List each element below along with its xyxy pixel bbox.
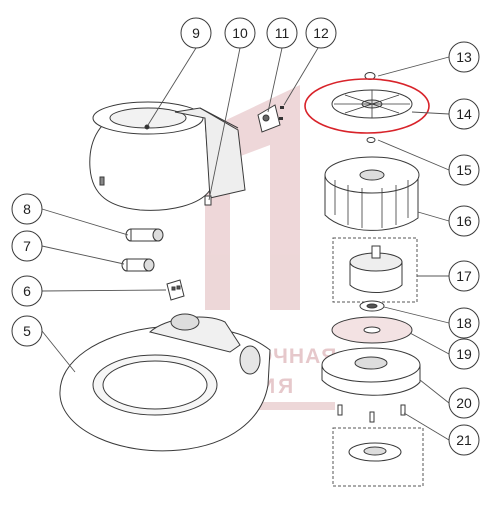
callout-20: 20 [448, 387, 480, 419]
callout-6-label: 6 [23, 283, 31, 299]
callout-19-label: 19 [456, 346, 472, 362]
part-8-capacitor [125, 228, 164, 242]
part-14-fan [331, 89, 413, 119]
callout-16: 16 [448, 205, 480, 237]
part-9-motor-cover [89, 101, 246, 211]
callout-21: 21 [448, 424, 480, 456]
callout-14-label: 14 [456, 106, 472, 122]
callout-10: 10 [224, 17, 256, 49]
part-6-connector [166, 279, 185, 301]
callout-20-label: 20 [456, 395, 472, 411]
part-10-screw [204, 195, 212, 206]
callout-18-label: 18 [456, 315, 472, 331]
callout-16-label: 16 [456, 213, 472, 229]
callout-13-label: 13 [456, 49, 472, 65]
callout-13: 13 [448, 41, 480, 73]
part-19-gasket [331, 316, 413, 344]
part-20-bottom-cover [321, 347, 421, 396]
callout-9-label: 9 [192, 25, 200, 41]
part-15-ring [366, 137, 376, 143]
part-17-motor [332, 237, 418, 303]
part-14-highlight-ring [304, 78, 430, 134]
part-12-screws [279, 106, 284, 120]
callout-14: 14 [448, 98, 480, 130]
callout-7: 7 [11, 230, 43, 262]
callout-18: 18 [448, 307, 480, 339]
callout-12: 12 [305, 17, 337, 49]
callout-6: 6 [11, 275, 43, 307]
callout-19: 19 [448, 338, 480, 370]
part-11-switch [257, 104, 281, 133]
part-16-fan-housing [324, 156, 420, 231]
callout-15-label: 15 [456, 162, 472, 178]
callout-11-label: 11 [275, 25, 290, 41]
callout-21-label: 21 [456, 432, 472, 448]
callout-17: 17 [448, 260, 480, 292]
part-7-capacitor [121, 258, 155, 272]
callout-10-label: 10 [232, 25, 248, 41]
callout-17-label: 17 [456, 268, 472, 284]
callout-15: 15 [448, 154, 480, 186]
callout-8-label: 8 [23, 201, 31, 217]
callout-8: 8 [11, 193, 43, 225]
callout-5-label: 5 [23, 323, 31, 339]
part-21-flange [332, 427, 424, 487]
callout-5: 5 [11, 315, 43, 347]
callout-9: 9 [180, 17, 212, 49]
part-20-screws [337, 404, 406, 423]
callout-7-label: 7 [23, 238, 31, 254]
callout-11: 11 [266, 17, 298, 49]
leader-lines [41, 47, 450, 441]
part-5-base-housing [59, 313, 271, 452]
callout-12-label: 12 [313, 25, 329, 41]
part-18-bearing [359, 300, 385, 312]
